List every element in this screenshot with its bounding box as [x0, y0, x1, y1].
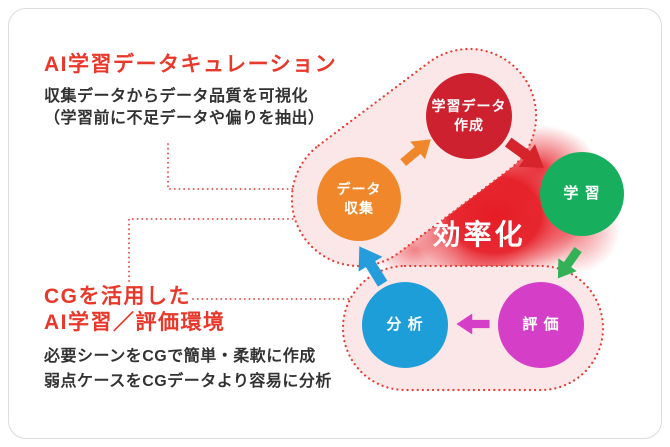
curation-desc-line-2: （学習前に不足データや偏りを抽出） [44, 110, 325, 127]
arrow-analysis-to-collection-icon [358, 246, 388, 287]
node-data-collection: データ 収集 [317, 157, 401, 241]
cg-title-line-1: CGを活用した [44, 285, 191, 308]
arrow-collection-to-creation-icon [400, 139, 431, 167]
cg-leader-line-top [128, 218, 295, 282]
cg-title: CGを活用した AI学習／評価環境 [44, 284, 332, 336]
arrow-training-to-evaluation-icon [557, 247, 582, 279]
cg-desc-line-2: 弱点ケースをCGデータより容易に分析 [44, 373, 332, 390]
curation-desc-line-1: 収集データからデータ品質を可視化 [44, 88, 309, 105]
efficiency-label: 効率化 [432, 219, 526, 250]
cg-title-line-2: AI学習／評価環境 [44, 311, 226, 334]
curation-title: AI学習データキュレーション [44, 53, 338, 76]
node-training-data-creation: 学習データ 作成 [426, 73, 512, 159]
arrow-evaluation-to-analysis-icon [456, 313, 490, 335]
cg-desc-line-1: 必要シーンをCGで簡単・柔軟に作成 [44, 348, 316, 365]
cg-description: 必要シーンをCGで簡単・柔軟に作成 弱点ケースをCGデータより容易に分析 [44, 344, 332, 394]
node-analysis: 分 析 [362, 282, 448, 368]
curation-description: 収集データからデータ品質を可視化 （学習前に不足データや偏りを抽出） [44, 86, 337, 130]
cg-annotation: CGを活用した AI学習／評価環境 必要シーンをCGで簡単・柔軟に作成 弱点ケー… [44, 284, 332, 394]
node-training: 学 習 [540, 152, 624, 236]
node-evaluation: 評 価 [498, 282, 584, 368]
curation-annotation: AI学習データキュレーション 収集データからデータ品質を可視化 （学習前に不足デ… [44, 52, 337, 130]
arrow-creation-to-training-icon [504, 137, 544, 168]
curation-leader-line [167, 143, 294, 190]
